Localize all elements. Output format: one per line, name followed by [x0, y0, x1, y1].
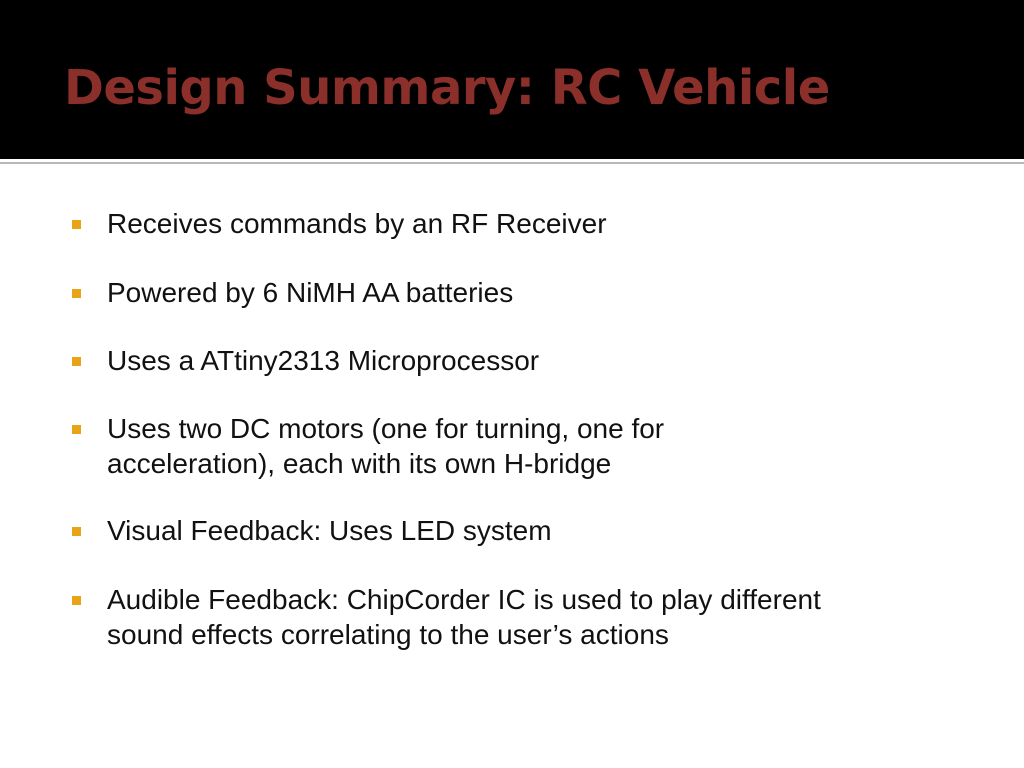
bullet-item: Audible Feedback: ChipCorder IC is used …	[72, 582, 972, 652]
bullet-item: Powered by 6 NiMH AA batteries	[72, 275, 972, 310]
bullet-text: Visual Feedback: Uses LED system	[107, 515, 552, 546]
bullet-item: Receives commands by an RF Receiver	[72, 206, 972, 241]
bullet-item: Visual Feedback: Uses LED system	[72, 513, 972, 548]
bullet-item: Uses a ATtiny2313 Microprocessor	[72, 343, 972, 378]
square-bullet-icon	[72, 357, 81, 366]
bullet-text: Powered by 6 NiMH AA batteries	[107, 277, 514, 308]
bullet-item: Uses two DC motors (one for turning, one…	[72, 411, 972, 481]
square-bullet-icon	[72, 527, 81, 536]
bullet-text: Uses two DC motors (one for turning, one…	[107, 413, 665, 479]
square-bullet-icon	[72, 425, 81, 434]
bullet-text: Audible Feedback: ChipCorder IC is used …	[107, 584, 821, 650]
bullet-text: Receives commands by an RF Receiver	[107, 208, 607, 239]
title-band: Design Summary: RC Vehicle	[0, 0, 1024, 159]
bullet-text: Uses a ATtiny2313 Microprocessor	[107, 345, 540, 376]
slide-title: Design Summary: RC Vehicle	[64, 60, 830, 116]
square-bullet-icon	[72, 289, 81, 298]
title-divider	[0, 159, 1024, 167]
square-bullet-icon	[72, 596, 81, 605]
square-bullet-icon	[72, 220, 81, 229]
